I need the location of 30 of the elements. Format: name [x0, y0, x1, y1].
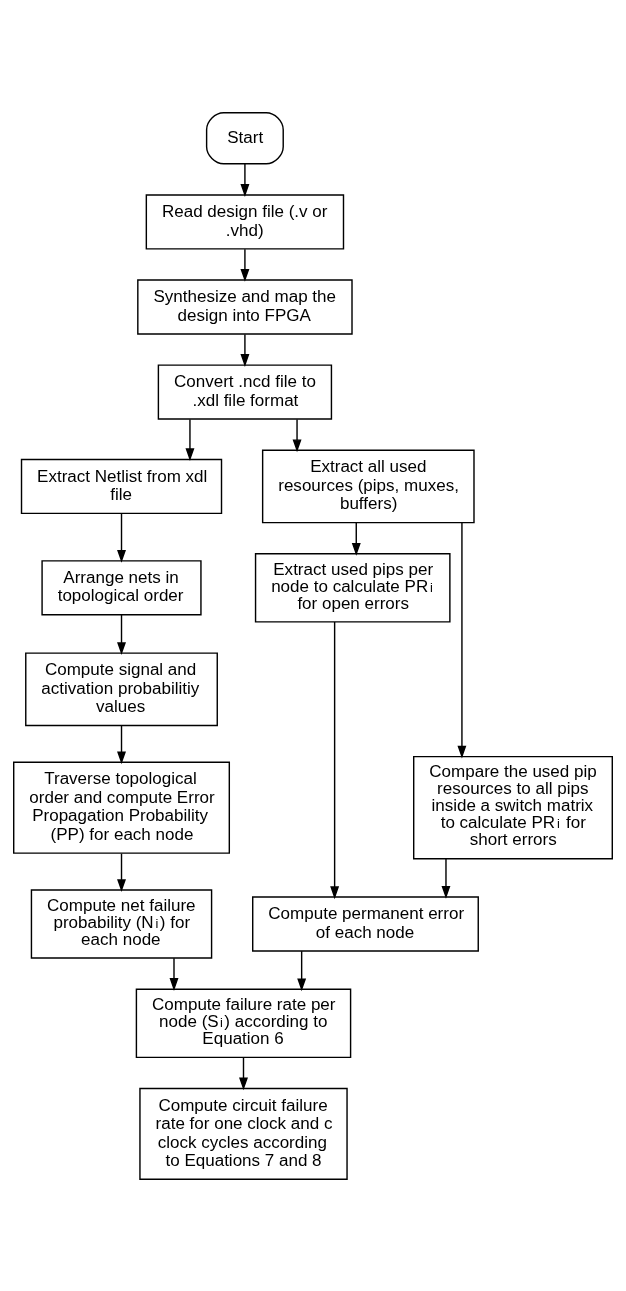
- node-box: Compute permanent error of each node: [252, 895, 479, 952]
- arrow: [240, 162, 250, 197]
- arrow: [351, 521, 361, 556]
- arrow: [292, 418, 302, 452]
- node-box: Compute net failure probability (Ni) for each node: [30, 888, 213, 959]
- node-box: Extract all used resources (pips, muxes, buffers): [261, 449, 475, 523]
- node-box: Synthesize and map the design into FPGA: [137, 278, 353, 335]
- node-box: Extract Netlist from xdl file: [20, 458, 223, 514]
- arrow: [117, 852, 126, 892]
- node-box: Read design file (.v or .vhd): [145, 193, 345, 250]
- arrow: [441, 857, 451, 899]
- arrow: [117, 613, 126, 655]
- arrow: [240, 333, 250, 367]
- arrow: [240, 248, 250, 282]
- arrow: [185, 418, 195, 461]
- node-box: Convert .ncd file to .xdl file format: [157, 363, 333, 420]
- arrow: [117, 724, 126, 764]
- arrow: [239, 1056, 248, 1090]
- node-box: Compute failure rate per node (Si) according to Equation 6: [135, 988, 352, 1058]
- arrow: [330, 620, 340, 899]
- arrow: [457, 521, 467, 758]
- arrow: [297, 949, 307, 991]
- node-box: Compute signal and activation probabilitiy values: [25, 651, 218, 726]
- node-box: Arrange nets in topological order: [41, 559, 202, 615]
- arrow: [117, 512, 126, 563]
- node-box: Traverse topological order and compute Error Propagation Probability (PP) for each node: [13, 761, 230, 854]
- node-box: Extract used pips per node to calculate PRi for open errors: [254, 552, 451, 623]
- node-box: Compute circuit failure rate for one clock and c clock cycles according to Equations 7 and 8: [139, 1087, 348, 1180]
- arrow: [169, 956, 179, 991]
- node-box: Start: [205, 111, 284, 164]
